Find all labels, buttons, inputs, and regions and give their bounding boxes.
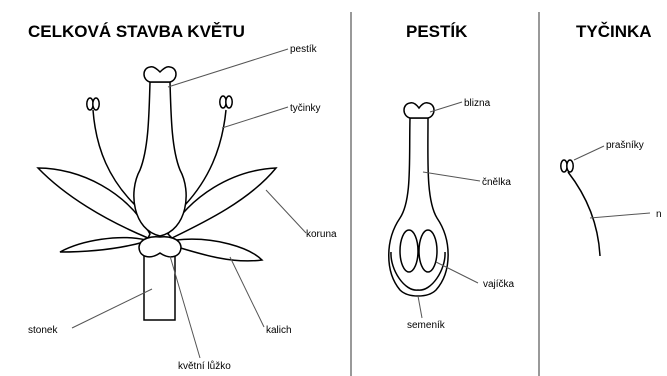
title-whole-flower: CELKOVÁ STAVBA KVĚTU: [28, 22, 245, 41]
label-tycinky: tyčinky: [290, 103, 321, 114]
pistil-detail-drawing: [389, 103, 448, 296]
label-koruna: koruna: [306, 229, 337, 240]
label-semenik: semeník: [407, 320, 446, 331]
sepal-left: [60, 238, 146, 252]
label-cnelka: čnělka: [482, 177, 511, 188]
title-stamen: TYČINKA: [576, 22, 652, 41]
leader-semenik: [418, 296, 422, 318]
leader-blizna: [430, 102, 462, 112]
leader-koruna: [266, 190, 306, 233]
leader-prasniky: [574, 146, 604, 160]
pistil-stigma: [144, 67, 176, 82]
label-kvetni-luzko: květní lůžko: [178, 360, 231, 372]
leader-nitka: [590, 213, 650, 218]
whole-flower-drawing: [38, 67, 276, 320]
title-pistil: PESTÍK: [406, 22, 468, 41]
pistil-detail-body: [389, 118, 448, 296]
stamen-detail-drawing: [561, 160, 600, 256]
ovule-left: [400, 230, 418, 272]
leader-stonek: [72, 289, 152, 328]
pistil-body: [134, 82, 186, 236]
anther-b: [567, 160, 573, 172]
leader-cnelka: [423, 172, 480, 181]
anther-right-b: [226, 96, 232, 108]
label-kalich: kalich: [266, 325, 292, 336]
label-prasniky: prašníky: [606, 140, 644, 151]
anther-left-b: [93, 98, 99, 110]
leader-tycinky: [222, 107, 288, 128]
ovule-right: [419, 230, 437, 272]
label-stonek: stonek: [28, 325, 58, 336]
leader-kalich: [230, 257, 264, 327]
label-nitka: n: [656, 209, 662, 220]
sepal-right: [174, 239, 262, 261]
pistil-detail-stigma: [404, 103, 434, 118]
stamen-filament: [568, 172, 600, 256]
leader-pestik: [168, 49, 288, 87]
label-blizna: blizna: [464, 98, 491, 109]
receptacle: [139, 237, 181, 257]
stem: [144, 250, 175, 320]
label-vajicka: vajíčka: [483, 279, 515, 290]
label-pestik: pestík: [290, 44, 318, 55]
